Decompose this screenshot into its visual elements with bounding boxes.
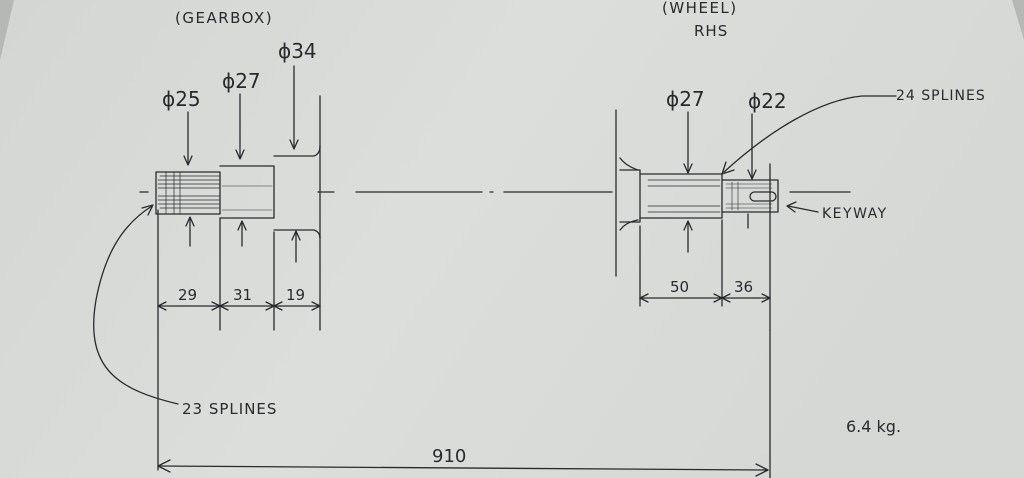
overall-length-dim	[157, 459, 769, 477]
keyway-arrow	[787, 205, 819, 213]
splines-leader-left	[93, 205, 179, 405]
keyway-note: KEYWAY	[822, 206, 888, 222]
keyway-slot	[749, 191, 777, 202]
diameter-callouts-right	[683, 111, 757, 253]
paper-edge-right	[1012, 0, 1024, 40]
gearbox-shaft-end	[155, 95, 321, 331]
length-label-wheel-1: 50	[670, 278, 689, 296]
length-label-gearbox-1: 29	[178, 286, 197, 304]
overall-length-label: 910	[432, 446, 466, 467]
diameter-label-wheel-1: ϕ27	[666, 87, 705, 111]
diameter-callouts-left	[183, 65, 301, 263]
length-dims-right	[639, 219, 771, 478]
length-label-gearbox-3: 19	[286, 286, 305, 304]
diameter-label-gearbox-2: ϕ27	[222, 69, 261, 93]
rhs-label: RHS	[694, 22, 728, 40]
wheel-shaft-end	[615, 109, 779, 331]
splines-note-gearbox: 23 SPLINES	[182, 400, 277, 418]
spline-hatching-left	[157, 171, 221, 215]
wheel-label: (WHEEL)	[662, 0, 738, 17]
paper-edge-left	[0, 0, 14, 60]
length-label-wheel-2: 36	[734, 278, 753, 296]
length-label-gearbox-2: 31	[233, 286, 252, 304]
diameter-label-gearbox-1: ϕ25	[162, 87, 201, 111]
length-dims-left	[157, 209, 321, 471]
diameter-label-wheel-2: ϕ22	[748, 89, 787, 113]
splines-note-wheel: 24 SPLINES	[896, 88, 986, 104]
diameter-label-gearbox-3: ϕ34	[278, 39, 317, 63]
weight-label: 6.4 kg.	[846, 417, 901, 436]
spline-hatching-right	[647, 179, 721, 213]
gearbox-label: (GEARBOX)	[175, 9, 273, 27]
splines-leader-right	[723, 95, 897, 173]
